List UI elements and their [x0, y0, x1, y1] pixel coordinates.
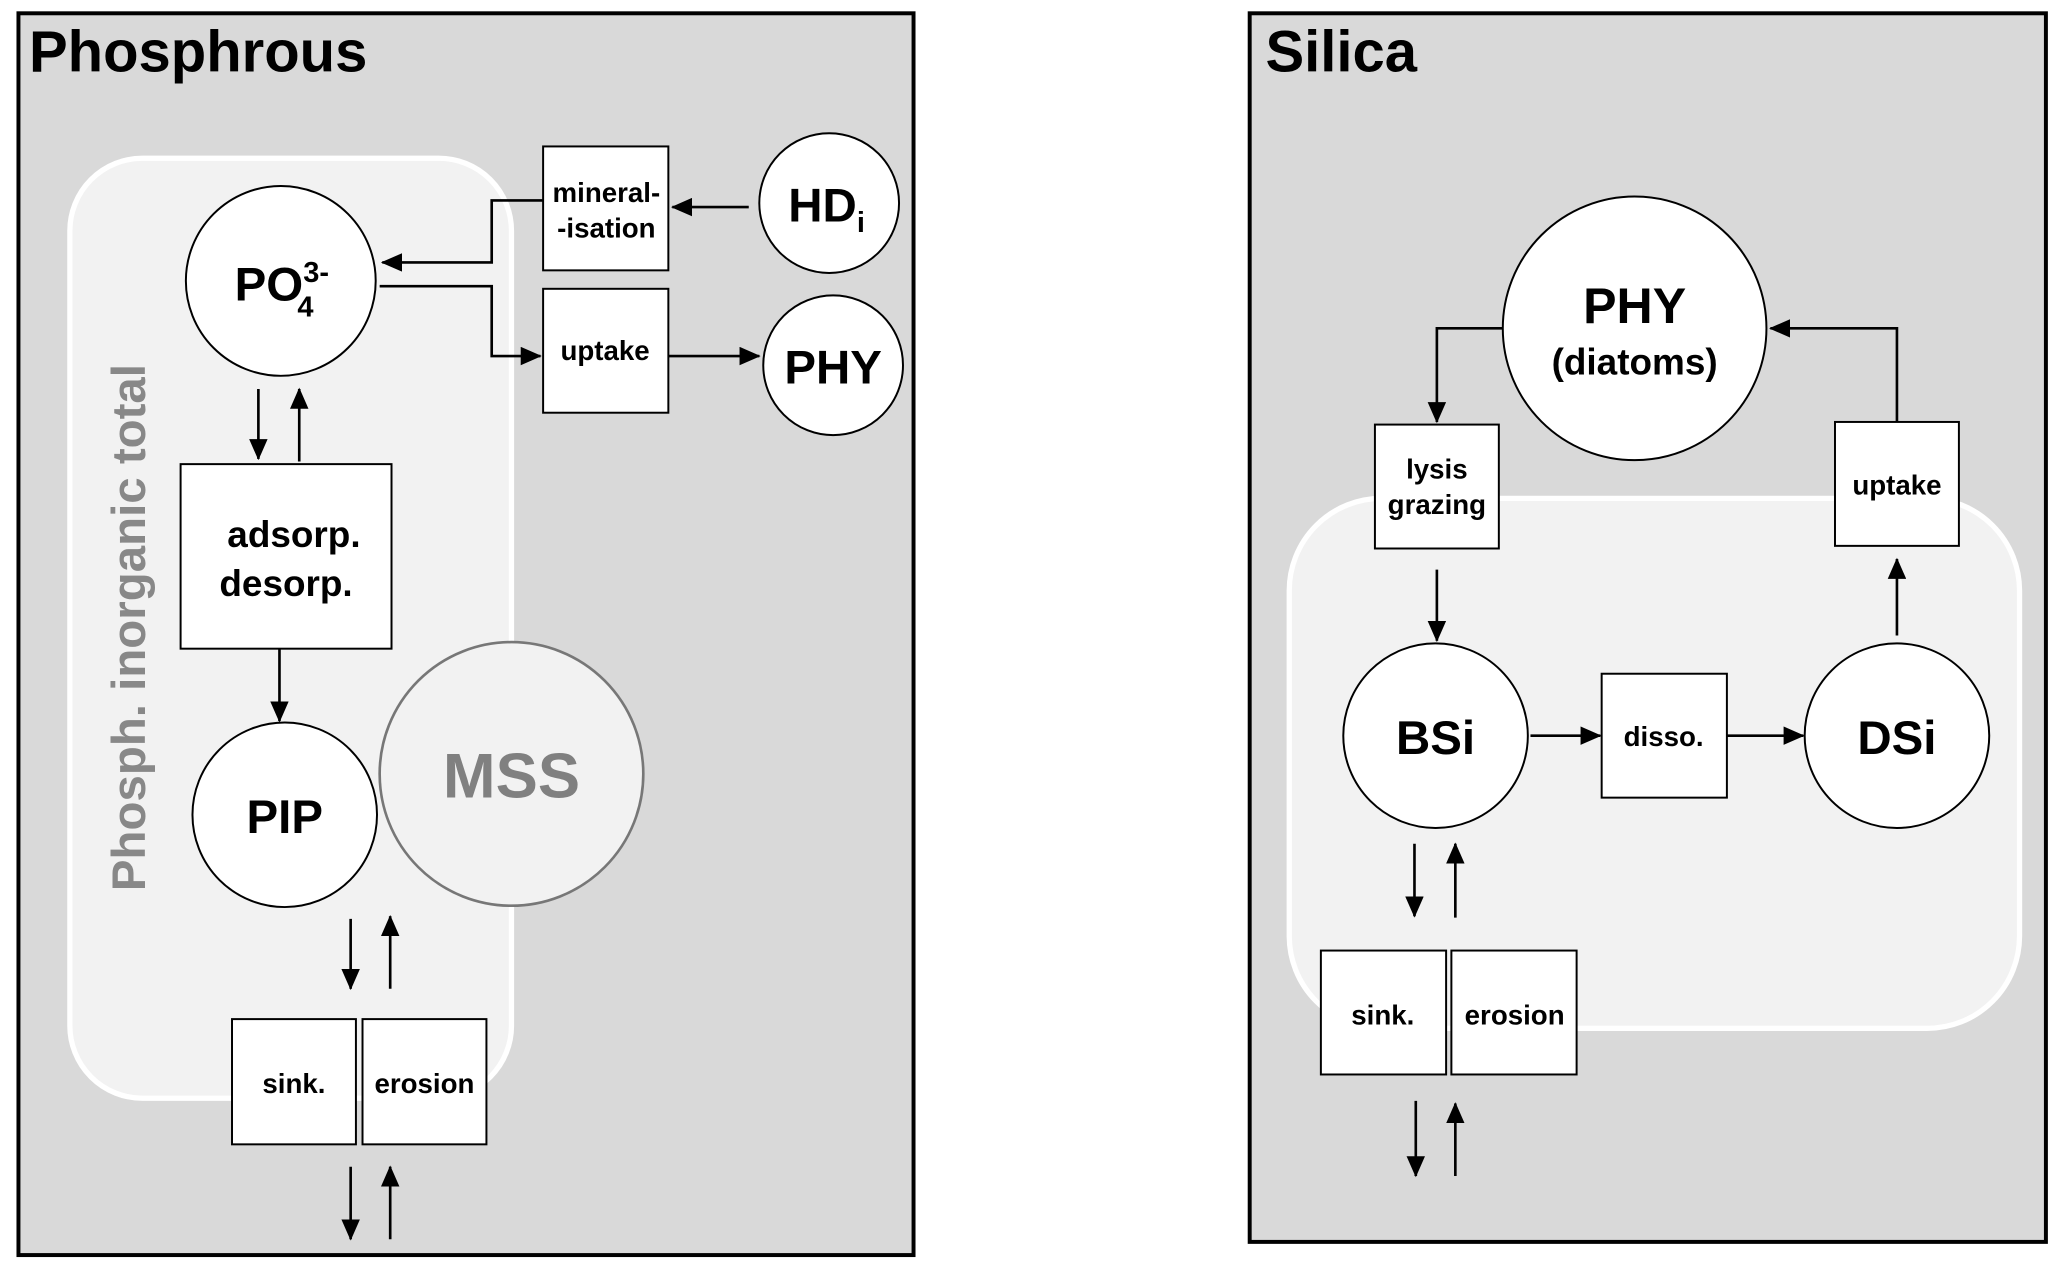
- hd-label: HDi: [788, 180, 865, 240]
- po4-label: PO3-4: [235, 257, 329, 323]
- phosphorus-title: Phosphrous: [29, 19, 367, 84]
- inorganic-pool-label: Phosph. inorganic total: [103, 364, 156, 891]
- phy-to-lysis-arrow: [1427, 327, 1503, 424]
- bsi-label: BSi: [1396, 712, 1475, 765]
- adsorp-desorp-box: [179, 463, 393, 650]
- lysis-grazing-box: [1373, 423, 1500, 550]
- po4-node: [184, 184, 377, 377]
- erosion-box: [361, 1018, 488, 1146]
- silica-sinking-box: [1319, 949, 1448, 1076]
- lysis-label: lysis: [1406, 454, 1468, 485]
- bsi-node: [1342, 642, 1529, 829]
- phy-label: PHY: [784, 342, 882, 395]
- phy-diatoms-node: [1501, 195, 1768, 462]
- mineralisation-line1: mineral-: [553, 177, 661, 208]
- phy-diatoms-line2: (diatoms): [1552, 341, 1718, 382]
- po4-subscript: 4: [297, 291, 313, 323]
- po4-superscript: 3-: [303, 257, 329, 289]
- po4-base: PO: [235, 259, 304, 312]
- hd-node: [758, 132, 901, 274]
- silica-title: Silica: [1266, 19, 1418, 84]
- hd-subscript: i: [857, 207, 865, 239]
- desorp-label: desorp.: [219, 563, 352, 604]
- silica-sinking-label: sink.: [1351, 999, 1414, 1030]
- pip-node: [191, 721, 379, 909]
- silica-erosion-box: [1450, 949, 1578, 1076]
- silica-uptake-box: [1834, 420, 1960, 547]
- sinking-box: [231, 1018, 357, 1146]
- phy-diatoms-line1: PHY: [1583, 278, 1686, 334]
- dissolution-label: disso.: [1624, 721, 1704, 752]
- phosphorus-panel: Phosphrous Phosph. inorganic total PO3-4…: [16, 11, 916, 1258]
- phy-node: [762, 294, 904, 437]
- mineralisation-box: [542, 145, 670, 272]
- dsi-node: [1803, 642, 1991, 829]
- silica-panel: Silica PHY (diatoms) lysis grazing uptak…: [1247, 11, 2048, 1244]
- sinking-label: sink.: [262, 1068, 325, 1099]
- po4-to-uptake-arrow: [379, 284, 542, 366]
- silica-erosion-label: erosion: [1465, 999, 1565, 1030]
- mss-label: MSS: [443, 742, 580, 812]
- grazing-label: grazing: [1388, 489, 1486, 520]
- mss-node: [378, 640, 645, 908]
- adsorp-label: adsorp.: [227, 514, 360, 555]
- erosion-label: erosion: [374, 1068, 474, 1099]
- dsi-label: DSi: [1857, 712, 1936, 765]
- uptake-label: uptake: [560, 335, 649, 366]
- mineralisation-line2: -isation: [557, 212, 655, 243]
- uptake-to-phy-arrow: [1769, 319, 1899, 422]
- mineralisation-to-po4-arrow: [380, 199, 544, 272]
- uptake-box: [542, 287, 670, 414]
- dissolution-box: [1600, 672, 1728, 799]
- silica-uptake-label: uptake: [1852, 469, 1941, 500]
- hd-base: HD: [788, 180, 857, 233]
- pip-label: PIP: [247, 791, 323, 844]
